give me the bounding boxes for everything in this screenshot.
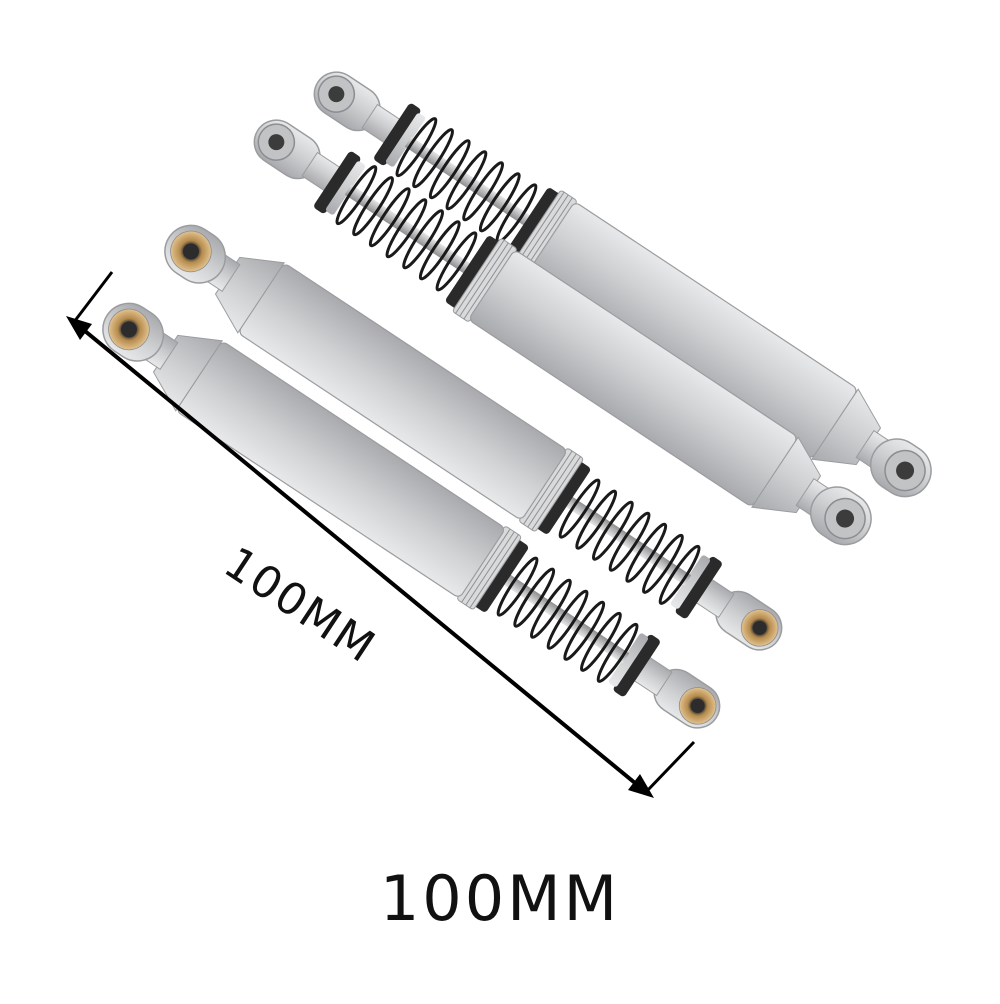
arrowhead-left xyxy=(66,316,92,340)
dimension-line xyxy=(66,271,696,798)
arrowhead-right xyxy=(628,774,654,798)
caption-dimension: 100MM xyxy=(379,862,621,935)
shock-absorber-4 xyxy=(292,43,953,524)
